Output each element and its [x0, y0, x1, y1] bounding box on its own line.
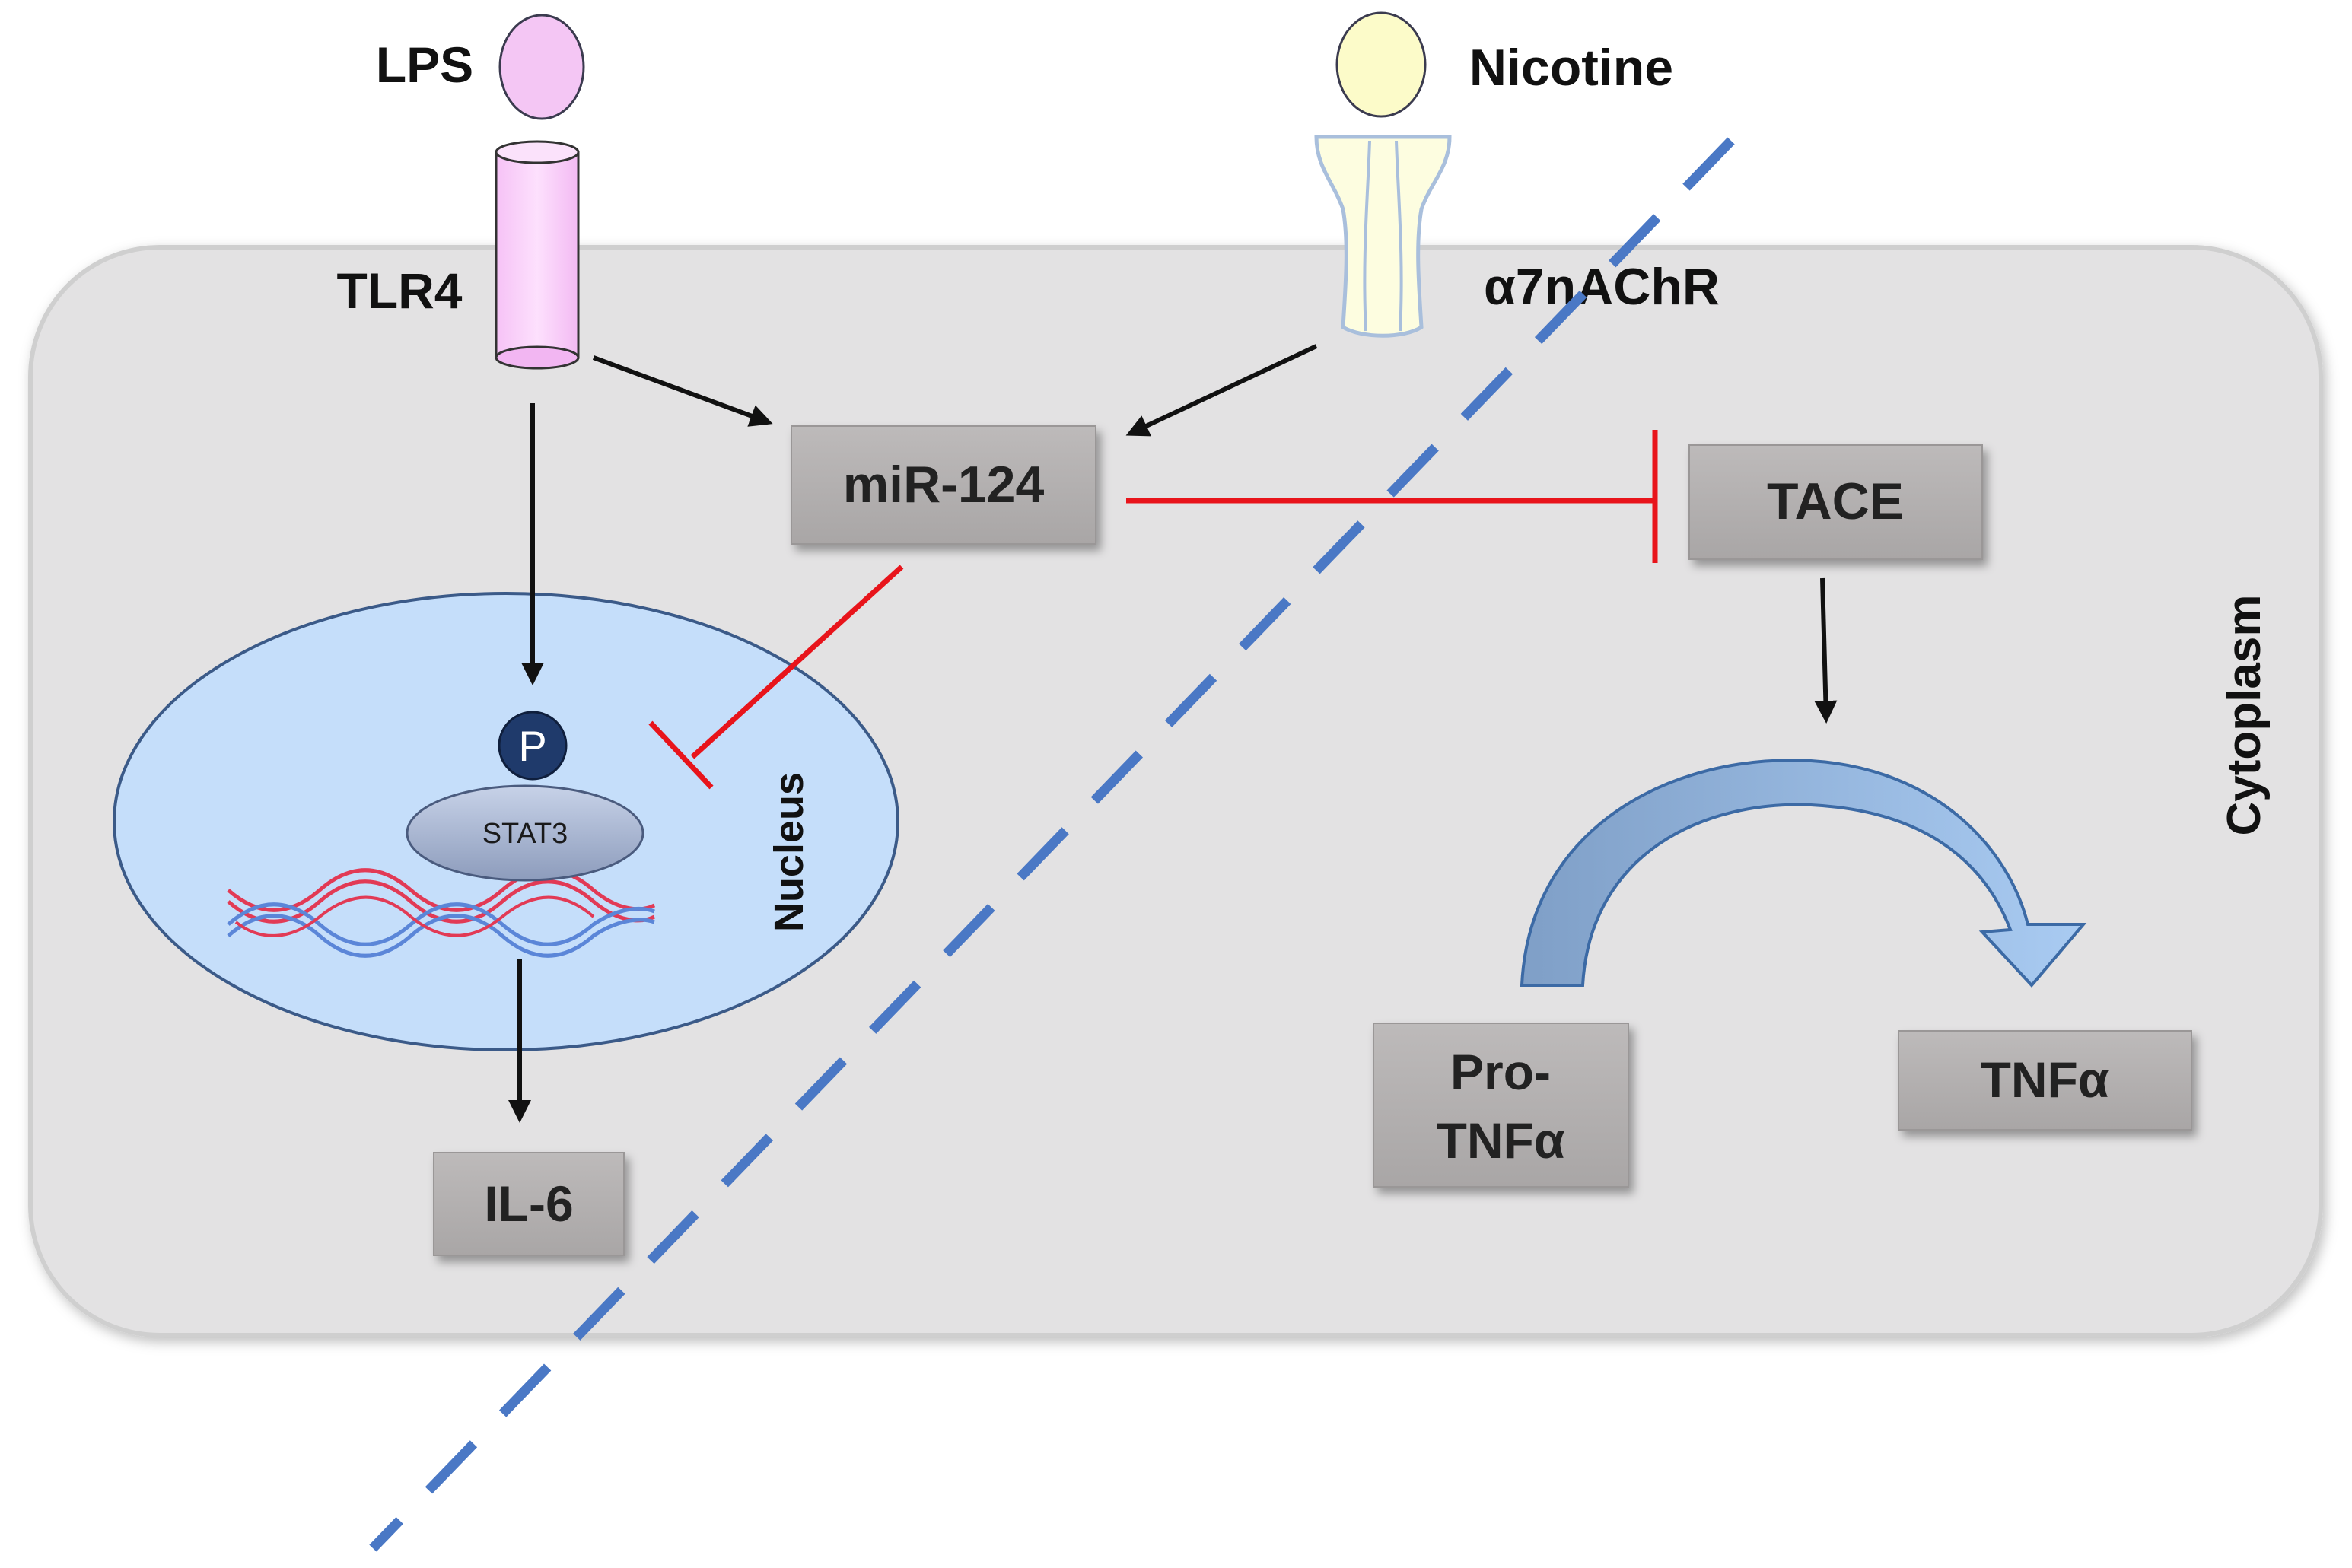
mir124-box: miR-124 [791, 425, 1096, 545]
tlr4-label: TLR4 [337, 262, 463, 319]
inhibit-mir124-to-tace [1126, 430, 1658, 563]
tace-label: TACE [1767, 472, 1904, 530]
a7nachr-label: α7nAChR [1484, 258, 1720, 316]
cytoplasm-label: Cytoplasm [2218, 595, 2271, 836]
phosphate-marker [498, 711, 568, 781]
tlr4-receptor-icon [495, 140, 580, 370]
il6-label: IL-6 [484, 1175, 573, 1232]
stat3-protein [406, 784, 644, 882]
lps-label: LPS [376, 37, 473, 93]
a7nachr-channel-receptor-icon [1314, 135, 1452, 338]
nicotine-ligand-icon [1335, 11, 1427, 118]
dashed-divider-line [369, 137, 1735, 1552]
il6-box: IL-6 [433, 1152, 625, 1256]
mir124-label: miR-124 [843, 456, 1045, 514]
tace-box: TACE [1688, 444, 1983, 560]
dna-double-helix-icon [227, 868, 656, 958]
lps-ligand-icon [498, 14, 585, 120]
nicotine-label: Nicotine [1469, 39, 1673, 97]
arrow-tlr4-to-mir124 [592, 355, 773, 427]
arrow-a7nachr-to-mir124 [1125, 344, 1318, 437]
arrow-tace-to-conversion [1814, 577, 1838, 724]
tnf-label: TNFα [1981, 1051, 2109, 1108]
pro-tnf-label-line2: TNFα [1437, 1112, 1565, 1169]
tnf-box: TNFα [1898, 1030, 2192, 1131]
phosphate-label: P [518, 722, 546, 770]
nucleus-label: Nucleus [766, 772, 812, 932]
inhibit-mir124-to-nucleus [648, 565, 904, 790]
pro-tnf-box: Pro- TNFα [1373, 1023, 1629, 1188]
stat3-label: STAT3 [482, 818, 568, 850]
pro-tnf-label-line1: Pro- [1450, 1044, 1551, 1100]
conversion-curved-arrow-icon [1520, 759, 2087, 988]
